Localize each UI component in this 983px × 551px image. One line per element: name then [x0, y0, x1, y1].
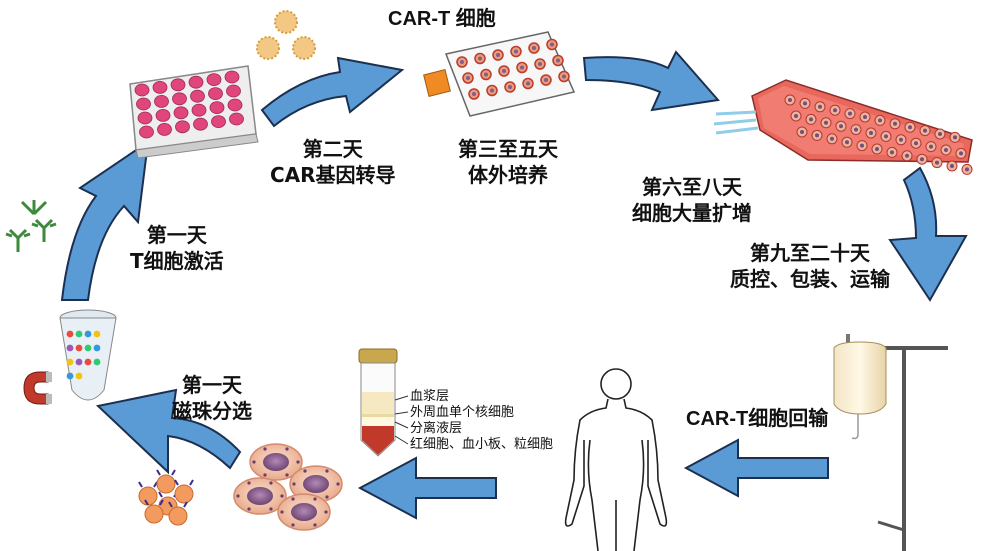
- label-day2: 第二天 CAR基因转导: [270, 136, 396, 188]
- label-day3-5: 第三至五天 体外培养: [458, 136, 558, 188]
- cycle-arrows: [60, 50, 968, 520]
- isolated-t-cells: [233, 443, 343, 531]
- arrow-to-activation: [60, 139, 150, 301]
- day3-5-line1: 第三至五天: [458, 137, 558, 161]
- day9-20-line1: 第九至二十天: [750, 241, 870, 265]
- day6-8-line1: 第六至八天: [642, 175, 742, 199]
- viral-vectors: [256, 10, 316, 60]
- iv-infusion: [833, 334, 948, 551]
- activation-antibodies: [5, 200, 57, 252]
- day6-8-line2: 细胞大量扩增: [632, 201, 752, 225]
- title-car-t-cells: CAR-T 细胞: [388, 8, 496, 30]
- culture-bag: [713, 79, 973, 175]
- day9-20-line2: 质控、包装、运输: [730, 267, 890, 291]
- label-reinfusion: CAR-T细胞回输: [686, 408, 829, 430]
- arrow-to-expansion: [582, 50, 720, 112]
- day1-sep-line1: 第一天: [182, 373, 242, 397]
- tube-layer-plasma: 血浆层: [410, 389, 450, 404]
- arrow-to-patient: [683, 438, 829, 498]
- day1-act-line1: 第一天: [146, 223, 207, 247]
- cell-culture-plate: [129, 65, 259, 159]
- arrow-to-qc: [888, 166, 968, 302]
- label-day1-activation: 第一天 T细胞激活: [130, 222, 224, 274]
- label-day9-20: 第九至二十天 质控、包装、运输: [730, 240, 890, 292]
- tube-layer-separation-fluid: 分离液层: [410, 421, 463, 436]
- label-day6-8: 第六至八天 细胞大量扩增: [632, 174, 752, 226]
- day1-act-line2: T细胞激活: [130, 249, 224, 273]
- arrow-to-magnet: [95, 388, 242, 475]
- day2-line1: 第二天: [302, 137, 363, 161]
- day3-5-line2: 体外培养: [468, 163, 548, 187]
- patient-silhouette: [564, 368, 668, 551]
- arrow-to-separation: [357, 456, 497, 520]
- magnetic-separation-tube: [23, 309, 117, 405]
- magnetic-beads-cluster: [138, 469, 194, 526]
- tube-layer-pbmc: 外周血单个核细胞: [410, 405, 515, 420]
- label-day1-separation: 第一天 磁珠分选: [172, 372, 252, 424]
- centrifuge-tube: [358, 348, 409, 457]
- day2-line2: CAR基因转导: [270, 163, 396, 187]
- tube-layer-rbc: 红细胞、血小板、粒细胞: [410, 437, 554, 452]
- culture-flask: [423, 31, 576, 117]
- arrow-to-transduction: [260, 56, 405, 128]
- day1-sep-line2: 磁珠分选: [172, 399, 252, 423]
